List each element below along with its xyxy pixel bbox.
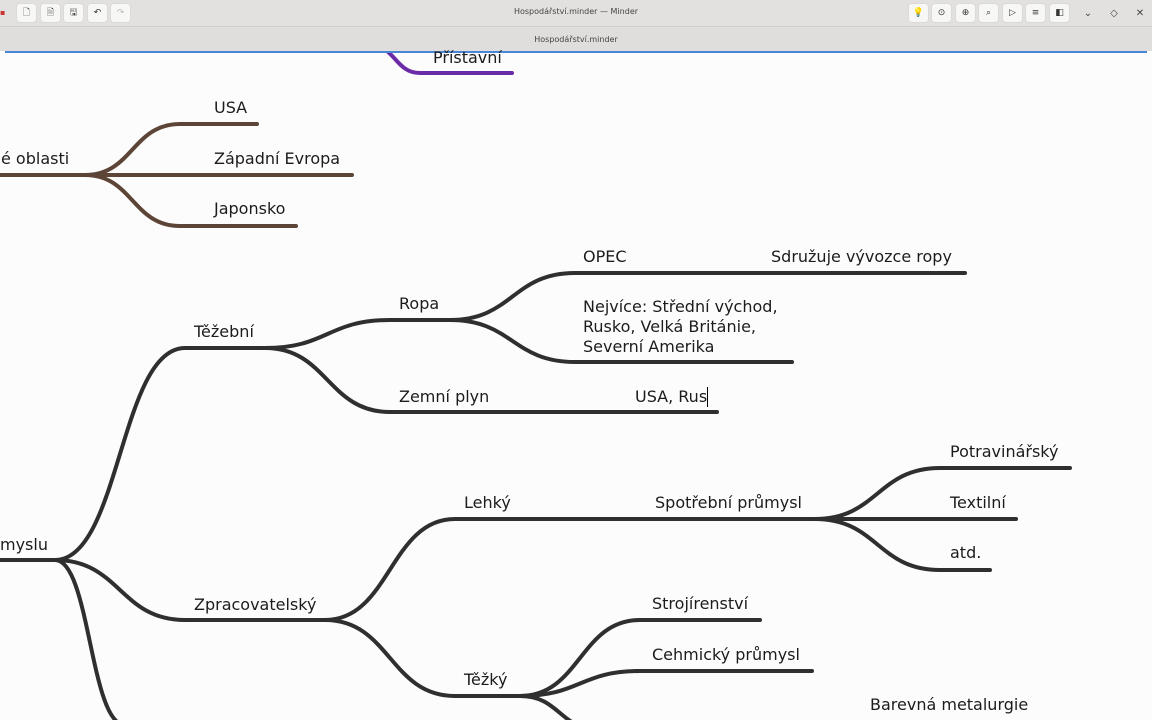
edge-usa — [83, 122, 259, 177]
maximize-button[interactable]: ◇ — [1106, 5, 1122, 21]
node-ropa[interactable]: Ropa — [399, 294, 440, 313]
node-japonsko[interactable]: Japonsko — [214, 199, 286, 218]
tab-bar — [0, 26, 1152, 51]
open-file-icon: 🗎 — [46, 8, 55, 18]
node-oblasti[interactable]: é oblasti — [1, 149, 70, 168]
focus-button[interactable]: ⊙ — [932, 4, 951, 22]
undo-icon: ↶ — [93, 8, 102, 18]
lightbulb-icon: 💡 — [912, 8, 925, 18]
edge-nejvice — [448, 318, 794, 364]
zoom-fit-icon: ⊕ — [961, 8, 970, 18]
edge-potravinarsky — [813, 466, 1072, 521]
tab-accent-line — [5, 51, 1147, 53]
edge-pristavni — [386, 53, 514, 75]
save-as-icon: 🖫 — [69, 8, 78, 18]
redo-icon: ↷ — [116, 8, 125, 18]
focus-icon: ⊙ — [937, 8, 946, 18]
node-lehky[interactable]: Lehký — [464, 493, 511, 512]
node-nejvice[interactable]: Nejvíce: Střední východ, Rusko, Velká Br… — [583, 297, 778, 356]
undo-button[interactable]: ↶ — [88, 4, 107, 22]
menu-button[interactable]: ≡ — [1026, 4, 1045, 22]
send-icon: ▷ — [1009, 8, 1016, 18]
edge-zpracovatelsky — [53, 558, 332, 622]
search-button[interactable]: ⌕ — [979, 4, 998, 22]
edge-strojirenstvi — [518, 618, 762, 698]
window-title: Hospodářství.minder — Minder — [513, 7, 639, 16]
menu-icon: ≡ — [1031, 8, 1040, 18]
edge-lehky — [323, 517, 822, 622]
node-zemni-plyn-note-editing[interactable]: USA, Rus — [635, 387, 709, 407]
mind-map-canvas[interactable] — [0, 53, 1152, 720]
node-tezebni[interactable]: Těžební — [194, 322, 254, 341]
node-spotrebni[interactable]: Spotřební průmysl — [655, 493, 802, 512]
edge-metalurgie — [518, 694, 573, 720]
edge-zemni-plyn — [263, 346, 719, 414]
node-tezky[interactable]: Těžký — [464, 670, 508, 689]
node-zpracovatelsky[interactable]: Zpracovatelský — [194, 595, 317, 614]
node-potravinarsky[interactable]: Potravinářský — [950, 442, 1059, 461]
node-atd[interactable]: atd. — [950, 543, 982, 562]
edge-atd — [813, 517, 992, 572]
edge-ropa — [263, 318, 462, 350]
edge-chemicky — [518, 669, 814, 698]
edge-down — [53, 558, 119, 720]
node-usa[interactable]: USA — [214, 98, 248, 117]
tab-title[interactable]: Hospodářství.minder — [534, 35, 618, 44]
close-button[interactable]: ✕ — [1132, 5, 1148, 21]
edge-opec — [448, 271, 967, 322]
node-barevna[interactable]: Barevná metalurgie — [870, 695, 1029, 714]
node-pristavni[interactable]: Přístavní — [433, 48, 502, 67]
new-file-button[interactable]: 🗋 — [17, 4, 36, 22]
edge-tezebni — [53, 346, 272, 562]
save-as-button[interactable]: 🖫 — [64, 4, 83, 22]
node-chemicky[interactable]: Cehmický průmysl — [652, 645, 800, 664]
close-icon: ✕ — [1135, 7, 1145, 19]
node-opec-note[interactable]: Sdružuje vývozce ropy — [771, 247, 952, 266]
lightbulb-button[interactable]: 💡 — [909, 4, 928, 22]
open-file-button[interactable]: 🗎 — [41, 4, 60, 22]
new-file-icon: 🗋 — [22, 8, 31, 18]
node-zapadni-evropa[interactable]: Západní Evropa — [214, 149, 341, 168]
send-button[interactable]: ▷ — [1003, 4, 1022, 22]
sidebar-button[interactable]: ◧ — [1050, 4, 1069, 22]
zoom-fit-button[interactable]: ⊕ — [956, 4, 975, 22]
app-icon: ▪ — [0, 8, 6, 17]
node-opec[interactable]: OPEC — [583, 247, 627, 266]
redo-button[interactable]: ↷ — [111, 4, 130, 22]
edge-tezky — [323, 618, 527, 698]
maximize-icon: ◇ — [1110, 7, 1118, 19]
edge-japonsko — [83, 173, 298, 228]
node-root[interactable]: myslu — [0, 535, 48, 554]
node-strojirenstvi[interactable]: Strojírenství — [652, 594, 749, 613]
sidebar-icon: ◧ — [1055, 8, 1064, 18]
minimize-button[interactable]: ⌄ — [1080, 5, 1096, 21]
minimize-icon: ⌄ — [1083, 7, 1093, 19]
search-icon: ⌕ — [985, 8, 992, 18]
node-textilni[interactable]: Textilní — [950, 493, 1006, 512]
node-zemni-plyn[interactable]: Zemní plyn — [399, 387, 490, 406]
